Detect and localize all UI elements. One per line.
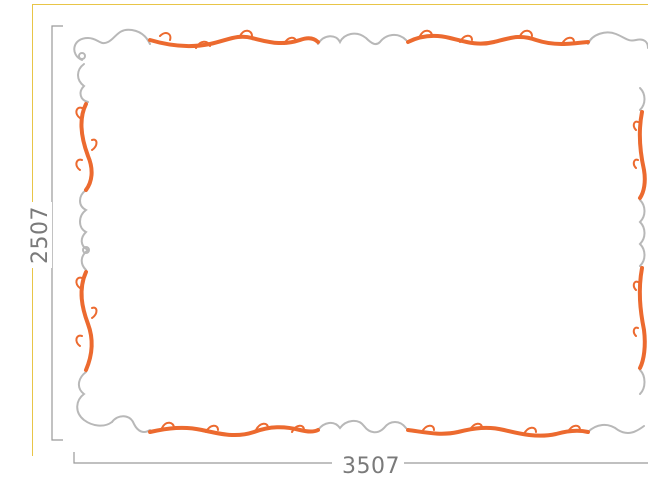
flourish-right-lower-leaves bbox=[632, 280, 639, 337]
width-dimension-label: 3507 bbox=[338, 456, 404, 478]
flourish-top-left bbox=[148, 34, 320, 49]
right-lower-scallop bbox=[639, 369, 646, 395]
flourish-bottom-left-leaves bbox=[161, 421, 305, 433]
flourish-left-upper-leaves bbox=[75, 106, 98, 171]
bottom-middle-scallops bbox=[317, 420, 407, 434]
flourish-top-right-leaves bbox=[419, 29, 575, 45]
scroll-border bbox=[73, 28, 648, 434]
height-dimension-label: 2507 bbox=[28, 202, 53, 268]
flourish-left-lower-leaves bbox=[75, 276, 98, 347]
dimension-lines bbox=[51, 25, 648, 464]
flourish-top-left-leaves bbox=[159, 29, 297, 49]
flourish-left-upper bbox=[79, 102, 94, 192]
width-dimension-line-left bbox=[73, 452, 332, 464]
flourish-bottom-left bbox=[148, 425, 320, 438]
flourish-right-upper-leaves bbox=[632, 120, 639, 169]
orange-flourishes bbox=[75, 29, 647, 438]
flourish-right-upper bbox=[637, 110, 647, 200]
corner-curl-top-left bbox=[78, 52, 86, 60]
top-middle-scallops bbox=[317, 32, 407, 46]
corner-scroll-bottom-right bbox=[587, 424, 645, 434]
left-upper-scallops bbox=[77, 63, 89, 103]
right-upper-scallop bbox=[639, 87, 646, 111]
flourish-bottom-right bbox=[406, 425, 590, 438]
flourish-right-lower bbox=[637, 266, 647, 370]
left-curl bbox=[82, 246, 90, 254]
left-lower-scallops bbox=[76, 371, 113, 427]
flourish-left-lower bbox=[79, 270, 94, 372]
flourish-top-right bbox=[406, 33, 590, 46]
corner-scroll-bottom-left bbox=[111, 415, 151, 433]
corner-scroll-top-left bbox=[73, 28, 151, 61]
height-dimension-line bbox=[51, 25, 63, 441]
right-middle-scallops bbox=[638, 199, 646, 267]
left-middle-scallops bbox=[79, 189, 90, 271]
flourish-bottom-right-leaves bbox=[421, 422, 581, 435]
corner-scroll-top-right bbox=[587, 31, 648, 49]
